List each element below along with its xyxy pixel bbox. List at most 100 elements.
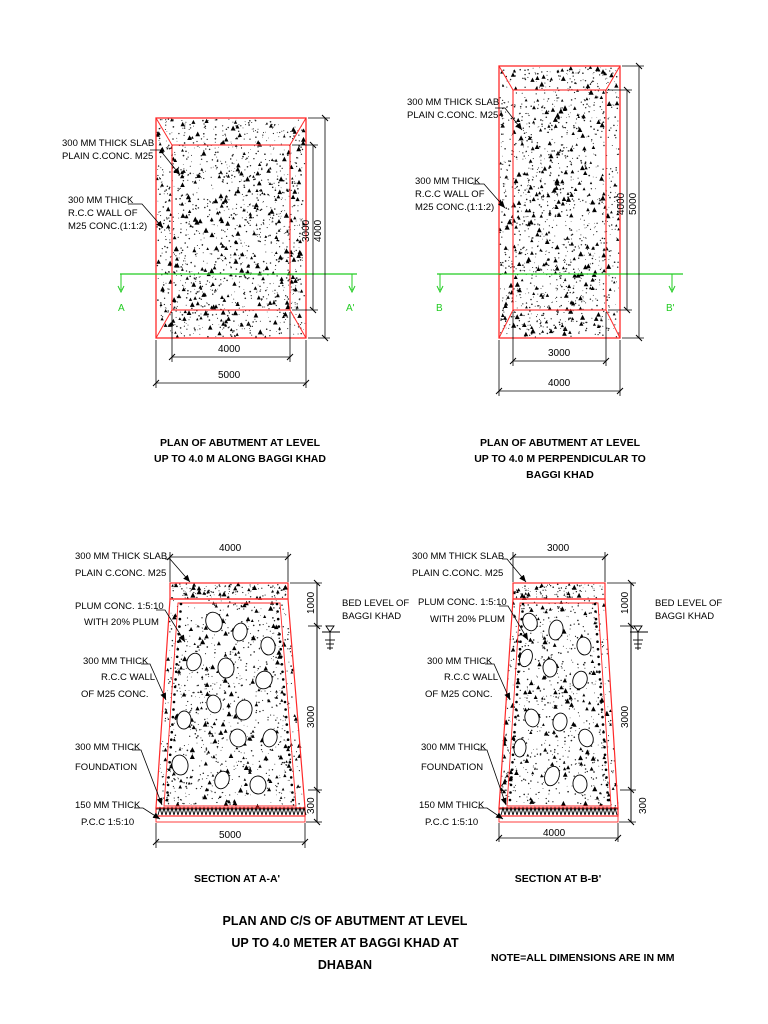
section-b-wall-label-1: 300 MM THICK <box>427 656 493 667</box>
plan-b-inner-outline <box>512 89 607 311</box>
section-a-caption: SECTION AT A-A' <box>194 873 280 885</box>
section-a-slab-label-1: 300 MM THICK SLAB <box>75 551 167 562</box>
plan-a-caption-2: UP TO 4.0 M ALONG BAGGI KHAD <box>154 453 326 465</box>
section-a-pcc-label-2: P.C.C 1:5:10 <box>81 817 134 828</box>
section-a-top-dim-label: 4000 <box>219 543 242 554</box>
plan-b-dim-outer-height <box>622 62 644 342</box>
section-a-bottom-dim <box>152 823 309 848</box>
section-a-plum-label-1: PLUM CONC. 1:5:10 <box>75 601 164 612</box>
section-label-b-right: B' <box>666 303 675 314</box>
section-marker-b-right <box>668 274 676 294</box>
plan-b-caption-1: PLAN OF ABUTMENT AT LEVEL <box>480 437 641 449</box>
section-b-bed-label-1: BED LEVEL OF <box>655 598 722 609</box>
plan-b: B B' 300 MM THICK SLAB PLAIN C.CONC. M25… <box>407 62 683 481</box>
section-a-wall-label-2: R.C.C WALL <box>101 672 155 683</box>
section-a-bottom-dim-label: 5000 <box>219 830 242 841</box>
section-b-vdim-3: 300 <box>638 797 649 814</box>
section-b-top-dim-label: 3000 <box>547 543 570 554</box>
plum-stones-section-a <box>171 611 278 795</box>
section-b-plum-label-2: WITH 20% PLUM <box>430 614 505 625</box>
plan-a: A A' 300 MM THICK SLAB PLAIN C.CONC. M25… <box>62 114 357 465</box>
plan-b-dim-outer-width-label: 4000 <box>548 378 571 389</box>
section-b-slab-label-1: 300 MM THICK SLAB <box>412 551 504 562</box>
section-b-slab-label-2: PLAIN C.CONC. M25 <box>412 568 503 579</box>
plan-a-slab-label-2: PLAIN C.CONC. M25 <box>62 151 153 162</box>
section-a-foundation-label-1: 300 MM THICK <box>75 742 141 753</box>
section-b-wall-leader <box>485 663 511 701</box>
plan-a-dim-outer-height-label: 4000 <box>313 219 324 242</box>
stipple-fill-plan-a <box>155 118 306 339</box>
plan-b-dim-outer-width <box>495 340 624 396</box>
section-a-top-dim <box>166 552 292 582</box>
section-a-outline <box>155 582 306 823</box>
plan-a-dim-inner-width <box>168 312 294 362</box>
section-a-wall-label-3: OF M25 CONC. <box>81 689 149 700</box>
plan-a-dim-outer-width <box>152 340 310 388</box>
section-b-bottom-dim-label: 4000 <box>543 828 566 839</box>
plan-b-dim-outer-height-label: 5000 <box>628 192 639 215</box>
plan-b-dim-inner-width <box>509 312 610 366</box>
plan-b-wall-label-3: M25 CONC.(1:1:2) <box>415 202 494 213</box>
section-b-bed-label-2: BAGGI KHAD <box>655 611 714 622</box>
section-a-foundation-label-2: FOUNDATION <box>75 762 137 773</box>
section-a-slab-leader <box>165 558 191 583</box>
section-b-pcc-leader <box>478 807 504 820</box>
section-b-pcc-label-1: 150 MM THICK <box>419 800 485 811</box>
plan-b-slab-label-1: 300 MM THICK SLAB <box>407 97 499 108</box>
section-a-slab-label-2: PLAIN C.CONC. M25 <box>75 568 166 579</box>
section-a-vdim-2: 3000 <box>306 705 317 728</box>
plan-b-caption-3: BAGGI KHAD <box>526 469 594 481</box>
plan-a-wall-leader <box>128 203 164 229</box>
section-a-bed-label-2: BAGGI KHAD <box>342 611 401 622</box>
plan-b-wall-leader <box>473 183 506 209</box>
section-marker-a-left <box>117 274 125 294</box>
section-a-vdim-1: 1000 <box>306 591 317 614</box>
plan-b-dim-inner-height <box>608 86 632 314</box>
plan-a-wall-label-1: 300 MM THICK <box>68 195 134 206</box>
plan-a-wall-label-3: M25 CONC.(1:1:2) <box>68 221 147 232</box>
section-b-wall-label-3: OF M25 CONC. <box>425 689 493 700</box>
section-a-plum-leader <box>156 609 186 643</box>
stipple-fill-plan-b <box>498 65 620 338</box>
section-b-vertical-dims <box>607 579 636 826</box>
section-a-wall-label-1: 300 MM THICK <box>83 656 149 667</box>
plum-stones-section-b <box>513 612 594 794</box>
section-b-caption: SECTION AT B-B' <box>515 873 602 885</box>
drawing-title-3: DHABAN <box>318 958 372 972</box>
plan-a-inner-outline <box>171 144 291 311</box>
plan-a-corner-lines <box>155 117 307 339</box>
section-b-slab-leader <box>502 558 527 583</box>
footer: PLAN AND C/S OF ABUTMENT AT LEVEL UP TO … <box>223 914 675 972</box>
section-b-plum-label-1: PLUM CONC. 1:5:10 <box>418 597 507 608</box>
section-b-pcc-label-2: P.C.C 1:5:10 <box>425 817 478 828</box>
rebar-section-a <box>156 602 307 816</box>
plan-b-caption-2: UP TO 4.0 M PERPENDICULAR TO <box>474 453 646 465</box>
plan-a-slab-label-1: 300 MM THICK SLAB <box>62 138 154 149</box>
drawing-title-1: PLAN AND C/S OF ABUTMENT AT LEVEL <box>223 914 468 928</box>
plan-b-wall-label-1: 300 MM THICK <box>415 176 481 187</box>
section-b-foundation-leader <box>478 749 507 806</box>
dimensions-note: NOTE=ALL DIMENSIONS ARE IN MM <box>491 952 675 964</box>
section-a-vdim-3: 300 <box>306 797 317 814</box>
section-b-foundation-label-2: FOUNDATION <box>421 762 483 773</box>
section-a-wall-leader <box>141 663 167 701</box>
section-b: 3000 4000 1000 3000 300 BED LEVEL OF BAG… <box>412 543 722 885</box>
section-a: 4000 5000 1000 3000 300 BED LEVEL OF BAG… <box>75 543 409 885</box>
section-a-bed-label-1: BED LEVEL OF <box>342 598 409 609</box>
section-b-vdim-1: 1000 <box>620 591 631 614</box>
plan-a-wall-label-2: R.C.C WALL OF <box>68 208 138 219</box>
section-label-a-right: A' <box>346 303 355 314</box>
rebar-section-b <box>499 602 618 816</box>
plan-a-dim-inner-height-label: 3000 <box>301 219 312 242</box>
section-a-plum-label-2: WITH 20% PLUM <box>84 617 159 628</box>
plan-b-slab-leader <box>495 107 523 131</box>
section-label-a-left: A <box>118 303 125 314</box>
section-marker-a-right <box>348 274 356 294</box>
drawing-title-2: UP TO 4.0 METER AT BAGGI KHAD AT <box>231 936 459 950</box>
plan-a-outer-outline <box>155 117 307 339</box>
plan-b-dim-inner-width-label: 3000 <box>548 348 571 359</box>
plan-b-corner-lines <box>498 65 621 339</box>
plan-a-dim-inner-height <box>292 141 318 314</box>
section-label-b-left: B <box>436 303 443 314</box>
